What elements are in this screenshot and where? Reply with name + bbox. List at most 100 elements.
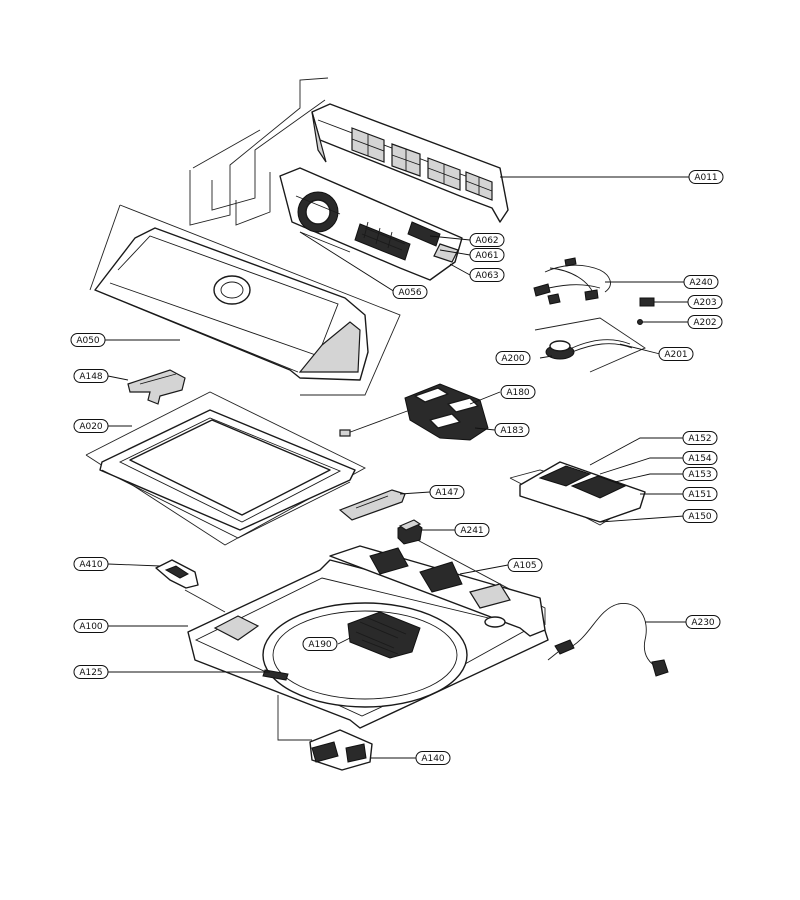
callout-label: A062 xyxy=(475,236,498,246)
callout-label: A201 xyxy=(664,350,687,360)
hinge-bracket-right xyxy=(338,489,406,521)
callout-label: A153 xyxy=(688,470,711,480)
callout-label: A180 xyxy=(506,388,530,398)
callout-a062: A062 xyxy=(469,233,505,247)
callout-bubble xyxy=(658,347,694,361)
callout-label: A125 xyxy=(79,668,102,678)
callout-bubble xyxy=(73,665,109,679)
water-valve-assembly xyxy=(339,383,489,441)
callout-a180: A180 xyxy=(500,385,536,399)
callout-label: A148 xyxy=(79,372,103,382)
callout-a152: A152 xyxy=(682,431,718,445)
callout-a063: A063 xyxy=(469,268,505,282)
callout-bubble xyxy=(302,637,338,651)
callout-a100: A100 xyxy=(73,619,109,633)
callout-label: A183 xyxy=(500,426,523,436)
callout-label: A190 xyxy=(308,640,332,650)
callout-label: A100 xyxy=(79,622,103,632)
callout-bubble xyxy=(688,170,724,184)
callout-bubble xyxy=(507,558,543,572)
callout-bubble xyxy=(500,385,536,399)
callout-bubble xyxy=(469,248,505,262)
callout-label: A241 xyxy=(460,526,483,536)
callout-bubble xyxy=(469,233,505,247)
callout-a201: A201 xyxy=(658,347,694,361)
callout-label: A050 xyxy=(76,336,100,346)
callout-a240: A240 xyxy=(683,275,719,289)
callout-bubble xyxy=(682,509,718,523)
callout-bubble xyxy=(73,369,109,383)
callout-a154: A154 xyxy=(682,451,718,465)
callout-a150: A150 xyxy=(682,509,718,523)
callout-bubble xyxy=(685,615,721,629)
callout-bubble xyxy=(73,557,109,571)
small-clip xyxy=(637,319,643,325)
callout-bubble xyxy=(73,619,109,633)
power-cord xyxy=(547,603,669,677)
callout-label: A230 xyxy=(691,618,715,628)
callout-bubble xyxy=(682,487,718,501)
callout-a241: A241 xyxy=(454,523,490,537)
callout-bubble xyxy=(454,523,490,537)
lid-assembly xyxy=(99,409,356,539)
small-connector xyxy=(639,297,655,307)
callout-a061: A061 xyxy=(469,248,505,262)
callout-bubble xyxy=(494,423,530,437)
callout-label: A150 xyxy=(688,512,712,522)
callout-label: A203 xyxy=(693,298,716,308)
callout-label: A063 xyxy=(475,271,498,281)
assembly-guide-lines xyxy=(85,77,646,741)
wire-harness xyxy=(533,257,611,305)
callout-a148: A148 xyxy=(73,369,109,383)
housing-vent-grid xyxy=(351,127,493,201)
control-module xyxy=(397,519,423,545)
callout-bubble xyxy=(392,285,428,299)
pressure-sensor xyxy=(545,339,633,360)
callout-label: A410 xyxy=(79,560,103,570)
callout-bubble xyxy=(70,333,106,347)
callout-a203: A203 xyxy=(687,295,723,309)
callout-a153: A153 xyxy=(682,467,718,481)
callout-bubble xyxy=(683,275,719,289)
control-panel-housing xyxy=(311,103,509,223)
callout-a230: A230 xyxy=(685,615,721,629)
callout-label: A061 xyxy=(475,251,498,261)
lower-module xyxy=(309,729,373,771)
callout-a151: A151 xyxy=(682,487,718,501)
callout-a183: A183 xyxy=(494,423,530,437)
callout-label: A011 xyxy=(694,173,717,183)
lint-filter xyxy=(155,559,199,589)
callout-a105: A105 xyxy=(507,558,543,572)
callout-a056: A056 xyxy=(392,285,428,299)
callout-a050: A050 xyxy=(70,333,106,347)
top-cover-rear xyxy=(329,545,546,637)
softener-grille xyxy=(347,611,421,659)
callout-label: A152 xyxy=(688,434,711,444)
callout-label: A140 xyxy=(421,754,445,764)
callout-label: A240 xyxy=(689,278,713,288)
callout-label: A151 xyxy=(688,490,711,500)
callout-label: A105 xyxy=(513,561,536,571)
callout-bubble xyxy=(73,419,109,433)
callout-a202: A202 xyxy=(687,315,723,329)
callout-bubble xyxy=(682,467,718,481)
main-pcb-assembly xyxy=(279,167,463,281)
callout-bubble xyxy=(469,268,505,282)
callout-bubble xyxy=(495,351,531,365)
callout-bubble xyxy=(687,295,723,309)
callout-a125: A125 xyxy=(73,665,109,679)
detergent-dispenser-drawer xyxy=(519,461,646,523)
callout-label: A147 xyxy=(435,488,458,498)
callout-label: A200 xyxy=(501,354,525,364)
callout-label: A154 xyxy=(688,454,712,464)
callout-bubble xyxy=(415,751,451,765)
callout-a200: A200 xyxy=(495,351,531,365)
callout-a011: A011 xyxy=(688,170,724,184)
callout-label: A202 xyxy=(693,318,716,328)
callout-label: A020 xyxy=(79,422,103,432)
callout-a140: A140 xyxy=(415,751,451,765)
callout-leaders xyxy=(105,176,690,759)
